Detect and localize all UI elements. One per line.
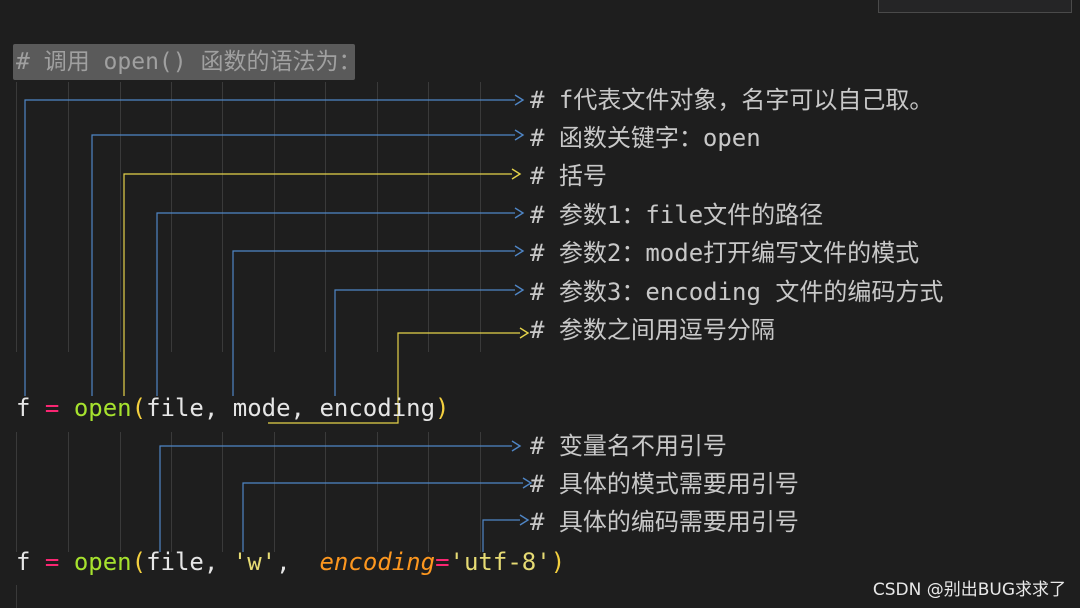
comment-file-object: # f代表文件对象，名字可以自己取。 [530, 86, 934, 114]
arrowhead-icon [514, 284, 525, 296]
connector-f-variable [24, 99, 515, 396]
connector-paren [123, 173, 512, 396]
connector-open-keyword [91, 134, 515, 396]
indent-guide [325, 432, 326, 552]
connector-encoding-param [334, 289, 515, 396]
indent-guide [428, 82, 429, 352]
indent-guide [480, 82, 481, 352]
editor-tab-fragment [878, 0, 1072, 13]
indent-guide [120, 82, 121, 352]
indent-guide [274, 432, 275, 552]
token-variable: f [16, 394, 31, 422]
comment-param-2: # 参数2：mode打开编写文件的模式 [530, 239, 920, 267]
comment-variable-no-quotes: # 变量名不用引号 [530, 432, 727, 460]
comment-param-3: # 参数3：encoding 文件的编码方式 [530, 278, 944, 306]
indent-guide [377, 432, 378, 552]
token-close-paren: ) [435, 394, 450, 422]
token-variable: f [16, 548, 31, 576]
indent-guide [274, 82, 275, 352]
code-line-syntax[interactable]: f = open(file, mode, encoding) [16, 390, 450, 426]
token-close-paren: ) [550, 548, 566, 576]
indent-guide [325, 82, 326, 352]
token-kw-assign: = [435, 548, 450, 576]
code-line-example[interactable]: f = open(file, 'w', encoding='utf-8') [16, 544, 565, 580]
arrowhead-icon [519, 327, 530, 339]
comment-encoding-quotes: # 具体的编码需要用引号 [530, 508, 799, 536]
connector-mode-quotes [242, 482, 523, 552]
indent-guide [68, 432, 69, 552]
indent-guide [16, 82, 17, 352]
arrowhead-icon [511, 440, 522, 452]
indent-guide [480, 432, 481, 552]
comment-mode-quotes: # 具体的模式需要用引号 [530, 470, 799, 498]
arrowhead-icon [514, 94, 525, 106]
comment-param-1: # 参数1：file文件的路径 [530, 201, 824, 229]
watermark: CSDN @别出BUG求求了 [872, 580, 1066, 600]
indent-guide [428, 432, 429, 552]
arrowhead-icon [514, 245, 525, 257]
token-function: open [73, 548, 132, 576]
arrowhead-icon [511, 168, 522, 180]
indent-guide [171, 82, 172, 352]
indent-guide [16, 585, 17, 608]
token-separator: , [276, 548, 320, 576]
arrowhead-icon [519, 514, 530, 526]
arrowhead-icon [514, 129, 525, 141]
comment-separator: # 参数之间用逗号分隔 [530, 316, 775, 344]
connector-mode-param [232, 250, 515, 396]
indent-guide [171, 432, 172, 552]
heading-highlight [13, 44, 355, 80]
connector-file-no-quotes [159, 445, 512, 552]
indent-guide [16, 432, 17, 552]
indent-guide [222, 432, 223, 552]
token-string-mode: 'w' [232, 548, 277, 576]
token-keyword-arg: encoding [319, 548, 436, 576]
token-open-paren: ( [131, 548, 147, 576]
token-function: open [73, 394, 132, 422]
indent-guide [377, 82, 378, 352]
token-string-encoding: 'utf-8' [449, 548, 551, 576]
connector-file-param [156, 212, 515, 396]
arrowhead-icon [514, 207, 525, 219]
token-assign: = [44, 548, 60, 576]
token-open-paren: ( [131, 394, 147, 422]
comment-function-keyword: # 函数关键字：open [530, 124, 761, 152]
token-args: file, mode, encoding [146, 394, 436, 422]
comment-parentheses: # 括号 [530, 162, 607, 190]
heading-comment: # 调用 open() 函数的语法为： [16, 49, 362, 75]
token-arg-file: file, [146, 548, 233, 576]
indent-guide [222, 82, 223, 352]
indent-guide [68, 82, 69, 352]
indent-guide [120, 432, 121, 552]
token-assign: = [44, 394, 60, 422]
